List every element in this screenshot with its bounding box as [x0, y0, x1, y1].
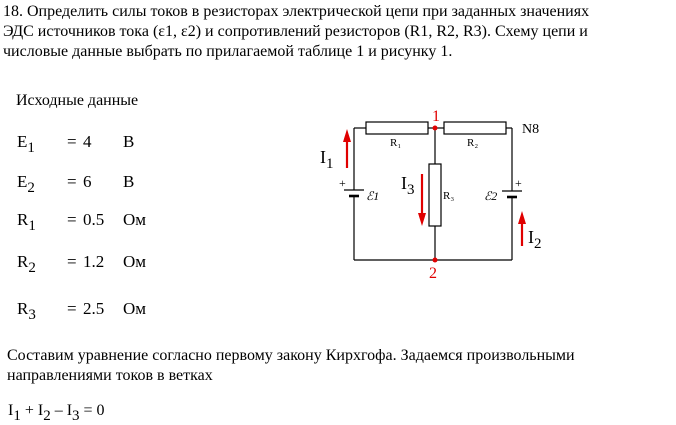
param-value: 4	[83, 132, 92, 151]
node-1-dot	[432, 125, 438, 131]
emf1-label: ℰ1	[366, 189, 379, 203]
eq-term-b: I	[37, 402, 44, 419]
task-line-2: ЭДС источников тока (ε1, ε2) и сопротивл…	[3, 23, 588, 40]
resistor-r1	[365, 121, 429, 135]
arrow-i2-head	[518, 211, 526, 224]
param-r2: R2 = 1.2 Ом	[17, 252, 146, 277]
param-subscript: 1	[27, 140, 35, 156]
param-r1: R1 = 0.5 Ом	[17, 210, 146, 235]
i3-label: I3	[401, 173, 415, 198]
param-subscript: 1	[28, 218, 36, 234]
param-e2: E2 = 6 В	[17, 172, 134, 197]
variant-label: N8	[522, 122, 539, 137]
eq-sub-a: 1	[13, 408, 21, 424]
eq-op-2: –	[50, 402, 67, 419]
resistor-r3	[428, 163, 442, 227]
param-subscript: 3	[28, 307, 36, 323]
node-1-label: 1	[432, 108, 440, 125]
eq-term-a: I	[8, 402, 14, 419]
param-r3: R3 = 2.5 Ом	[17, 299, 146, 324]
param-symbol: R	[17, 252, 29, 271]
arrow-i3-head	[418, 213, 426, 226]
e2-plus: +	[515, 176, 522, 190]
param-e1: E1 = 4 В	[17, 132, 134, 157]
param-value: 6	[83, 172, 92, 191]
param-value: 1.2	[83, 252, 105, 271]
task-line-1: 18. Определить силы токов в резисторах э…	[3, 3, 590, 20]
kirchhoff-text: Составим уравнение согласно первому зако…	[7, 346, 575, 386]
task-line-3: числовые данные выбрать по прилагаемой т…	[3, 43, 453, 60]
param-equals: =	[67, 132, 77, 151]
param-symbol: R	[17, 210, 29, 229]
param-symbol: E	[17, 172, 28, 191]
data-heading: Исходные данные	[16, 92, 139, 109]
e1-plus: +	[339, 176, 346, 190]
eq-rhs: = 0	[79, 402, 105, 419]
param-unit: В	[123, 132, 135, 151]
param-unit: В	[123, 172, 135, 191]
kirchhoff-line-2: направлениями токов в ветках	[7, 367, 213, 384]
eq-sub-c: 3	[72, 408, 80, 424]
param-unit: Ом	[123, 210, 147, 229]
param-equals: =	[67, 210, 77, 229]
task-statement: 18. Определить силы токов в резисторах э…	[3, 2, 589, 62]
arrow-i1-head	[343, 129, 351, 142]
resistor-r2	[443, 121, 507, 135]
kirchhoff-equation: I1 + I2 – I3 = 0	[8, 402, 105, 425]
param-equals: =	[67, 172, 77, 191]
eq-sub-b: 2	[43, 408, 51, 424]
r1-label: R₁	[390, 137, 401, 149]
param-unit: Ом	[123, 299, 147, 318]
eq-op-1: +	[20, 402, 38, 419]
i2-label: I2	[528, 227, 542, 252]
emf2-label: ℰ2	[484, 189, 497, 203]
param-value: 0.5	[83, 210, 105, 229]
battery-e1	[344, 189, 364, 203]
param-subscript: 2	[27, 180, 35, 196]
param-symbol: E	[17, 132, 28, 151]
param-value: 2.5	[83, 299, 105, 318]
kirchhoff-line-1: Составим уравнение согласно первому зако…	[7, 347, 575, 364]
i1-label: I1	[320, 147, 334, 172]
current-arrows	[343, 129, 526, 246]
node-2-dot	[432, 257, 438, 263]
r2-label: R₂	[467, 137, 478, 149]
param-subscript: 2	[28, 260, 36, 276]
param-unit: Ом	[123, 252, 147, 271]
param-equals: =	[67, 252, 77, 271]
r3-label: R₃	[443, 190, 454, 202]
eq-term-c: I	[66, 402, 73, 419]
param-symbol: R	[17, 299, 29, 318]
node-2-label: 2	[429, 265, 437, 282]
battery-e2	[502, 190, 522, 202]
param-equals: =	[67, 299, 77, 318]
